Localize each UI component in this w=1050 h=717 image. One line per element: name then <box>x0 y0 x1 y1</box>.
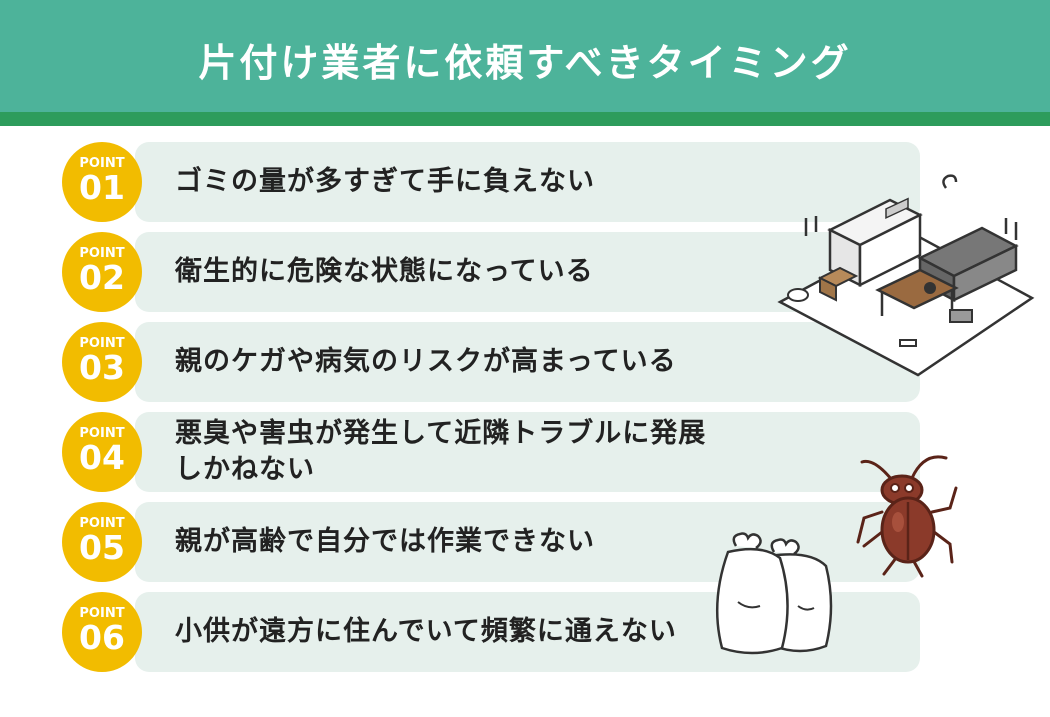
cockroach-icon <box>856 455 958 578</box>
point-badge: POINT 03 <box>62 322 142 402</box>
point-text: 親のケガや病気のリスクが高まっている <box>175 346 677 377</box>
badge-number: 01 <box>79 168 125 207</box>
badge-label: POINT <box>79 606 125 621</box>
row-background <box>135 322 920 402</box>
badge-label: POINT <box>79 246 125 261</box>
point-text: 親が高齢で自分では作業できない <box>175 526 595 557</box>
list-item: POINT 03 親のケガや病気のリスクが高まっている <box>0 322 1050 402</box>
garbage-bags-icon <box>715 532 833 655</box>
header-banner: 片付け業者に依頼すべきタイミング <box>0 0 1050 126</box>
badge-label: POINT <box>79 336 125 351</box>
point-text: 衛生的に危険な状態になっている <box>175 256 594 287</box>
row-background <box>135 412 920 492</box>
badge-number: 06 <box>79 618 125 657</box>
badge-label: POINT <box>79 156 125 171</box>
point-text: 小供が遠方に住んでいて頻繁に通えない <box>175 616 677 647</box>
list-item: POINT 01 ゴミの量が多すぎて手に負えない <box>0 142 1050 222</box>
point-text: 悪臭や害虫が発生して近隣トラブルに発展しかねない <box>175 418 707 485</box>
page-title: 片付け業者に依頼すべきタイミング <box>198 40 852 85</box>
badge-number: 05 <box>79 528 125 567</box>
point-text: ゴミの量が多すぎて手に負えない <box>175 166 595 197</box>
messy-room-icon <box>777 174 1035 377</box>
point-badge: POINT 02 <box>62 232 142 312</box>
point-badge: POINT 01 <box>62 142 142 222</box>
badge-label: POINT <box>79 516 125 531</box>
badge-number: 02 <box>79 258 125 297</box>
list-item: POINT 04 悪臭や害虫が発生して近隣トラブルに発展しかねない <box>0 412 1050 492</box>
list-item: POINT 06 小供が遠方に住んでいて頻繁に通えない <box>0 592 1050 672</box>
badge-label: POINT <box>79 426 125 441</box>
badge-number: 03 <box>79 348 125 387</box>
point-badge: POINT 04 <box>62 412 142 492</box>
point-badge: POINT 05 <box>62 502 142 582</box>
point-badge: POINT 06 <box>62 592 142 672</box>
badge-number: 04 <box>79 438 125 477</box>
row-background <box>135 142 920 222</box>
